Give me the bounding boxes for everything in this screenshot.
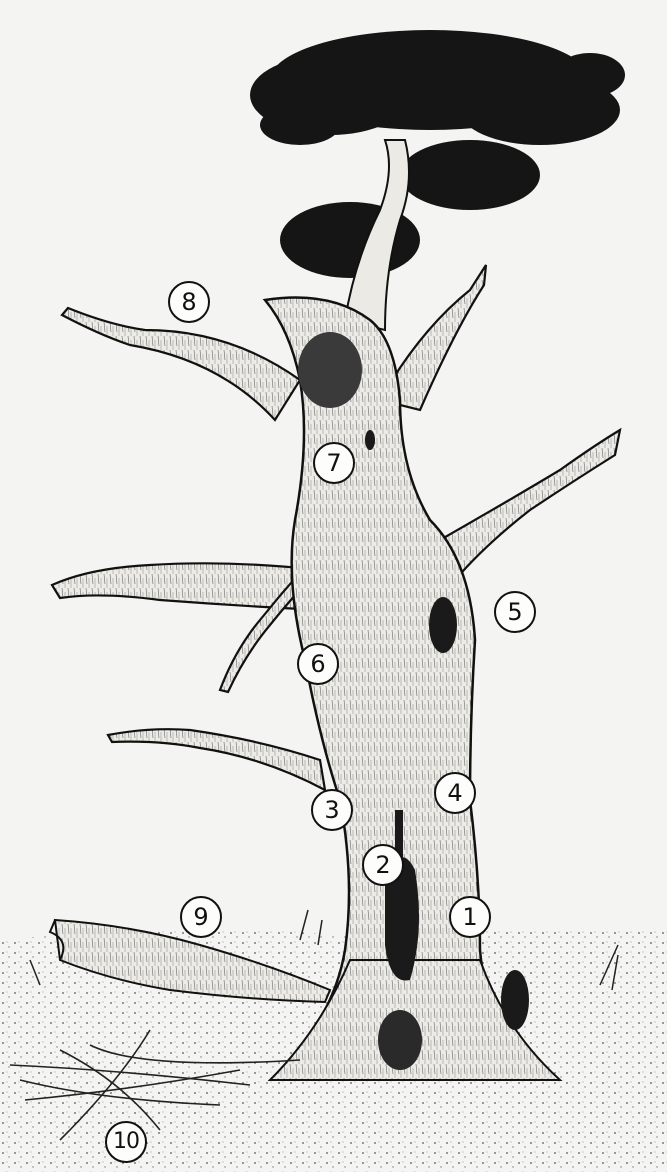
callout-4: 4 [434,772,476,814]
tree-crown [250,30,625,278]
callout-2: 2 [362,844,404,886]
callout-10: 10 [105,1121,147,1163]
callout-3: 3 [311,789,353,831]
callout-1: 1 [449,896,491,938]
callout-9: 9 [180,896,222,938]
callout-7: 7 [313,442,355,484]
callout-8: 8 [168,281,210,323]
callout-6: 6 [297,643,339,685]
callout-5: 5 [494,591,536,633]
